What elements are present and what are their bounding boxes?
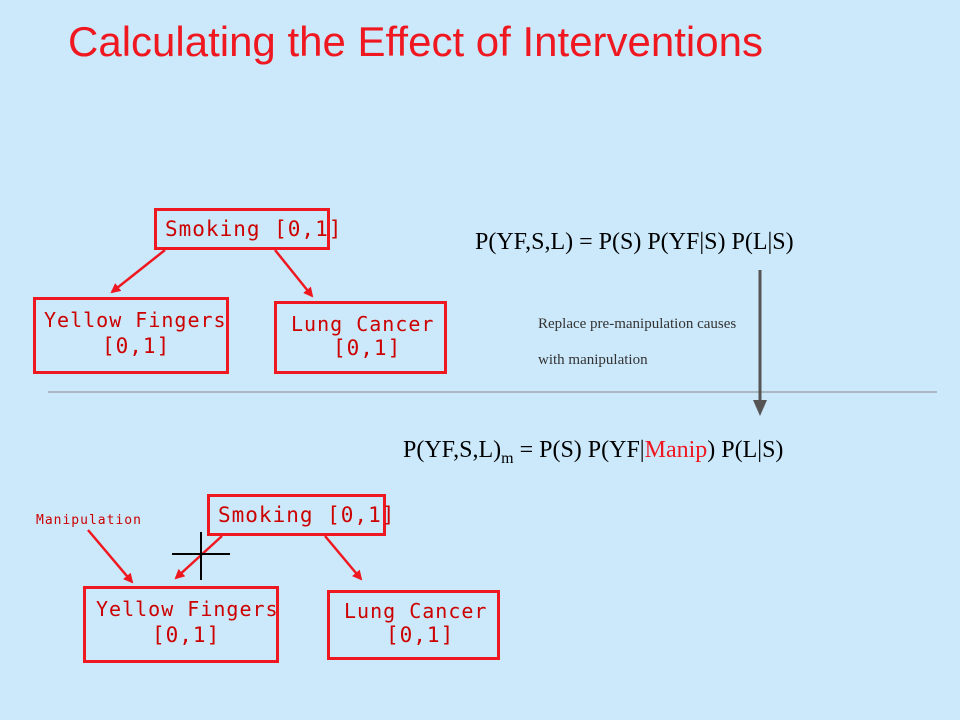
arrow-smoking-to-yellow-fingers (110, 249, 166, 294)
node-label: [0,1] (386, 623, 455, 647)
node-label: Smoking [0,1] (165, 217, 343, 241)
page-title: Calculating the Effect of Interventions (68, 18, 763, 65)
node-label: Yellow Fingers (44, 308, 227, 332)
node-label: Lung Cancer (344, 599, 488, 623)
node-yellow-fingers-bottom: Yellow Fingers [0,1] (83, 586, 279, 663)
manipulation-arrow-head (753, 400, 767, 416)
equation-pre-manipulation: P(YF,S,L) = P(S) P(YF|S) P(L|S) (475, 229, 794, 255)
node-label: Lung Cancer (291, 312, 435, 336)
equation-subscript: m (501, 449, 514, 467)
node-label: [0,1] (333, 336, 402, 360)
note-line-2: with manipulation (538, 352, 648, 368)
node-yellow-fingers-top: Yellow Fingers [0,1] (33, 297, 229, 374)
node-lung-cancer-top: Lung Cancer [0,1] (274, 301, 447, 374)
arrow-smoking-to-lung-cancer-bottom (324, 535, 363, 581)
equation-post-manipulation: P(YF,S,L)m = P(S) P(YF|Manip) P(L|S) (403, 437, 783, 468)
node-label: Smoking [0,1] (218, 503, 396, 527)
node-smoking-bottom: Smoking [0,1] (207, 494, 394, 536)
arrow-smoking-to-yellow-fingers-cut (174, 535, 223, 580)
node-label: [0,1] (152, 623, 221, 647)
equation-part2: ) P(L|S) (707, 437, 784, 463)
equation-manip: Manip (644, 437, 708, 463)
node-smoking-top: Smoking [0,1] (154, 208, 341, 250)
arrow-smoking-to-lung-cancer (274, 249, 314, 298)
equation-part1: = P(S) P(YF| (513, 437, 645, 463)
equation-lhs: P(YF,S,L) (403, 437, 502, 463)
note-line-1: Replace pre-manipulation causes (538, 316, 737, 332)
manipulation-label: Manipulation (36, 513, 142, 528)
arrow-manipulation-to-yellow-fingers (87, 529, 134, 584)
node-label: [0,1] (102, 334, 171, 358)
node-label: Yellow Fingers (96, 597, 279, 621)
node-lung-cancer-bottom: Lung Cancer [0,1] (327, 590, 500, 660)
